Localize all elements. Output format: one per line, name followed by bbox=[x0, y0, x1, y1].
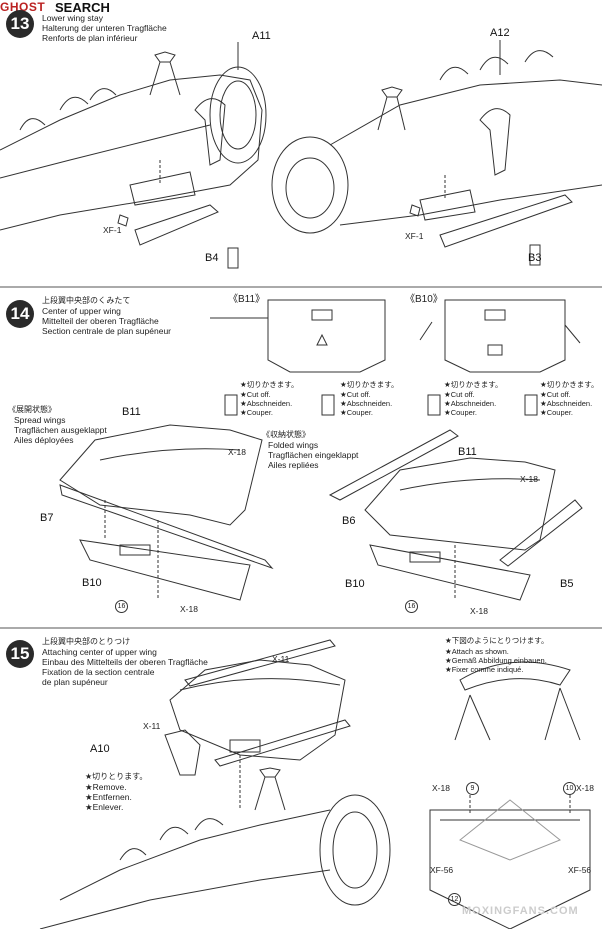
part-b4: B4 bbox=[205, 252, 219, 264]
x18-left: X-18 bbox=[432, 783, 450, 793]
spread-x18-top: X-18 bbox=[228, 447, 246, 457]
step15-assembly-drawing bbox=[39, 639, 391, 929]
folded-b5: B5 bbox=[560, 578, 574, 590]
folded-x18-top: X-18 bbox=[520, 474, 538, 484]
xf1-right: XF-1 bbox=[405, 231, 424, 241]
folded-x18-bottom: X-18 bbox=[470, 606, 488, 616]
folded-b11: B11 bbox=[458, 446, 477, 458]
folded-de: Tragflächen eingeklappt bbox=[268, 450, 359, 460]
b11-box-outline bbox=[267, 299, 386, 373]
spread-b11: B11 bbox=[122, 406, 141, 418]
xf1-left: XF-1 bbox=[103, 225, 122, 235]
part-b3: B3 bbox=[528, 252, 542, 264]
step13-title-de: Halterung der unteren Tragfläche bbox=[42, 23, 167, 33]
folded-wing-drawing bbox=[328, 429, 583, 601]
step13-right-fuselage bbox=[271, 40, 602, 266]
step-14-badge: 14 bbox=[6, 300, 34, 328]
site-watermark: MOXINGFANS.COM bbox=[462, 905, 579, 917]
step14-title-en: Center of upper wing bbox=[42, 306, 121, 316]
spread-b10: B10 bbox=[82, 577, 102, 589]
spread-x18-bottom: X-18 bbox=[180, 604, 198, 614]
part-a11: A11 bbox=[252, 30, 271, 42]
spread-en: Spread wings bbox=[14, 415, 66, 425]
header-title: SEARCH bbox=[55, 0, 110, 15]
x11-top: X-11 bbox=[272, 654, 290, 664]
step15-title-jp: 上段翼中央部のとりつけ bbox=[42, 637, 131, 646]
step13-left-fuselage bbox=[0, 42, 267, 269]
step14-title-de: Mittelteil der oberen Tragfläche bbox=[42, 316, 159, 326]
spread-title-jp: 《展開状態》 bbox=[8, 405, 56, 414]
folded-b6: B6 bbox=[342, 515, 356, 527]
spread-de: Tragflächen ausgeklappt bbox=[14, 425, 107, 435]
step-15-badge: 15 bbox=[6, 640, 34, 668]
step15-title-fr1: Fixation de la section centrale bbox=[42, 667, 155, 677]
xf56-right: XF-56 bbox=[568, 865, 592, 875]
callout-9: 9 bbox=[466, 782, 479, 795]
x18-right: X-18 bbox=[576, 783, 594, 793]
box-b11-label: 《B11》 bbox=[228, 294, 266, 305]
step13-title-en: Lower wing stay bbox=[42, 13, 103, 23]
x11-left: X-11 bbox=[143, 721, 161, 731]
spread-wing-drawing bbox=[59, 424, 274, 601]
spread-fr: Ailes déployées bbox=[14, 435, 74, 445]
strut-detail-inset bbox=[429, 661, 591, 929]
folded-b10: B10 bbox=[345, 578, 365, 590]
box-b10-label: 《B10》 bbox=[405, 294, 443, 305]
folded-fr: Ailes repliées bbox=[268, 460, 319, 470]
folded-title-jp: 《収納状態》 bbox=[262, 430, 310, 439]
xf56-left: XF-56 bbox=[430, 865, 454, 875]
folded-callout-16: 16 bbox=[405, 600, 418, 613]
step14-title-jp: 上段翼中央部のくみたて bbox=[42, 296, 131, 305]
step14-title-fr: Section centrale de plan supéneur bbox=[42, 326, 172, 336]
spread-b7: B7 bbox=[40, 512, 54, 524]
part-a12: A12 bbox=[490, 27, 510, 39]
folded-en: Folded wings bbox=[268, 440, 319, 450]
step13-title-fr: Renforts de plan inférieur bbox=[42, 33, 138, 43]
callout-12: 12 bbox=[448, 893, 461, 906]
b10-box-outline bbox=[444, 299, 566, 373]
callout-10: 10 bbox=[563, 782, 576, 795]
step-13-badge: 13 bbox=[6, 10, 34, 38]
step15-title-en: Attaching center of upper wing bbox=[42, 647, 157, 657]
header-watermark: GHOST bbox=[0, 0, 46, 14]
step15-title-de: Einbau des Mittelteils der oberen Tragfl… bbox=[42, 657, 208, 667]
part-a10: A10 bbox=[90, 743, 110, 755]
spread-callout-16: 16 bbox=[115, 600, 128, 613]
step15-title-fr2: de plan supéneur bbox=[42, 677, 108, 687]
